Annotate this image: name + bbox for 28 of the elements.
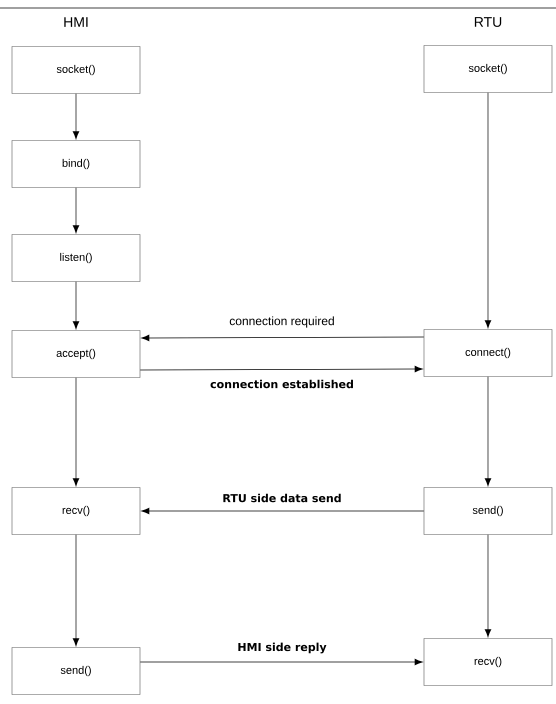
process-box: listen() [12,234,140,282]
arrow [72,93,80,140]
arrow [484,376,492,486]
arrow [484,534,492,638]
process-box: socket() [12,46,140,94]
process-box: send() [424,487,552,535]
column-heading: HMI [64,17,88,27]
arrow [141,334,424,342]
process-box: send() [12,647,140,695]
process-box: recv() [424,638,552,686]
arrow [141,508,424,514]
process-box: connect() [424,329,552,377]
process-box: socket() [424,45,552,93]
arrow [140,658,423,666]
edge-label: connection required [228,315,336,329]
column-heading: RTU [474,17,502,27]
process-box: bind() [12,140,140,188]
arrow [140,366,423,372]
arrow [484,92,492,328]
arrow [72,534,80,646]
arrow [72,281,80,330]
process-box: recv() [12,487,140,535]
edge-label: connection established [209,378,355,390]
process-box: accept() [12,330,140,378]
edge-label: RTU side data send [221,492,343,504]
edge-label: HMI side reply [236,642,328,654]
arrow [72,377,80,486]
arrow [72,187,80,234]
